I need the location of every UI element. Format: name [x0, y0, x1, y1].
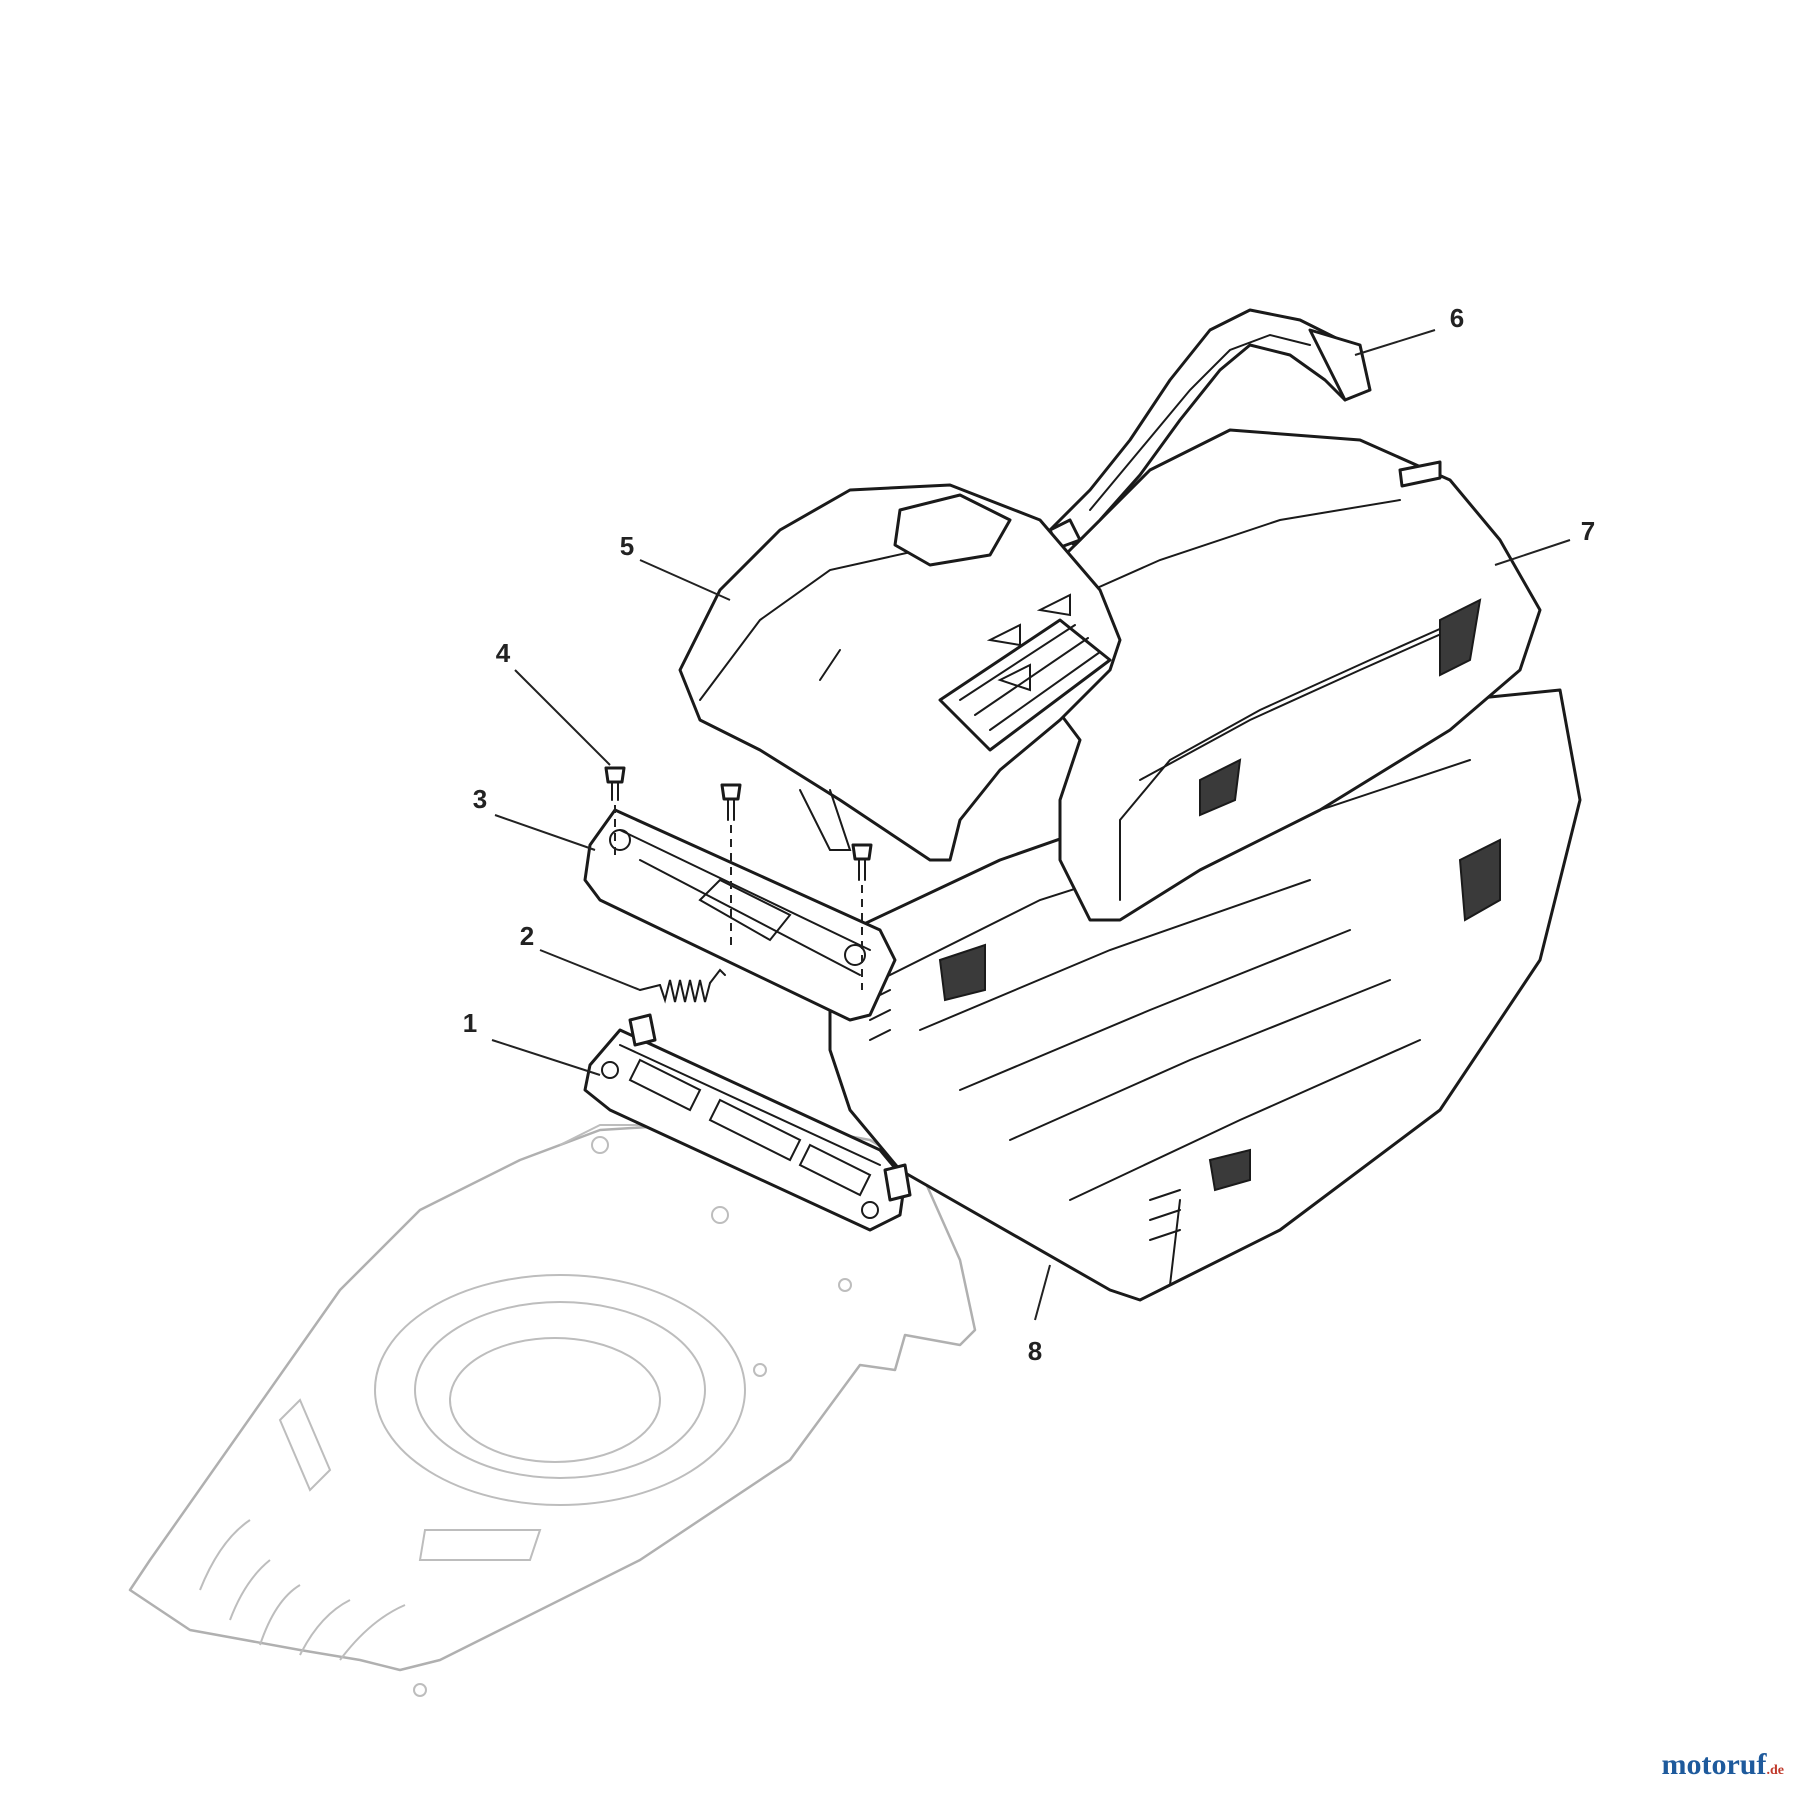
callout-4: 4 — [496, 638, 511, 668]
leader-3 — [494, 814, 596, 851]
leader-2 — [539, 949, 641, 991]
callout-5: 5 — [620, 531, 634, 561]
watermark-logo: motoruf.de — [1662, 1748, 1784, 1782]
part-1-hinge-bracket — [583, 1013, 912, 1232]
leader-1 — [491, 1039, 601, 1076]
callout-1: 1 — [463, 1008, 477, 1038]
watermark-brand: motoruf — [1661, 1748, 1767, 1781]
part-7-catcher-top — [998, 428, 1542, 922]
leader-5 — [639, 559, 731, 601]
leader-7 — [1494, 539, 1571, 566]
callout-labels: 1 2 3 4 5 6 7 8 — [463, 303, 1595, 1366]
leader-4 — [514, 669, 611, 766]
callout-3: 3 — [473, 784, 487, 814]
part-2-spring — [639, 968, 726, 1004]
leader-8 — [1034, 1264, 1051, 1321]
callout-6: 6 — [1450, 303, 1464, 333]
watermark-tld: .de — [1766, 1763, 1785, 1778]
callout-2: 2 — [520, 921, 534, 951]
part-4-screws — [604, 766, 873, 990]
part-3-hinge-bar — [583, 808, 897, 1022]
leader-lines — [491, 329, 1571, 1321]
part-5-rear-cover — [678, 483, 1122, 862]
part-6-handle — [1048, 308, 1372, 550]
callout-8: 8 — [1028, 1336, 1042, 1366]
callout-7: 7 — [1581, 516, 1595, 546]
leader-6 — [1354, 329, 1436, 356]
